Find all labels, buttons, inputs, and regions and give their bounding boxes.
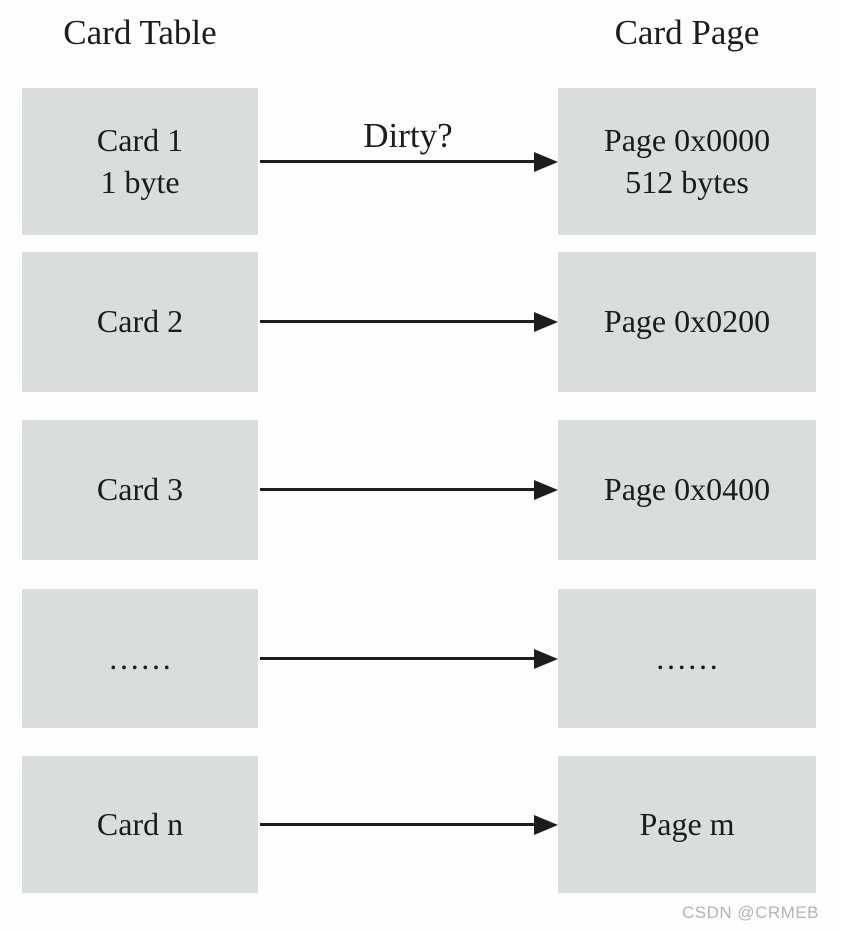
- page-box-1: Page 0x0000 512 bytes: [558, 88, 816, 235]
- card-box-3-line1: Card 3: [96, 471, 184, 508]
- card-box-ellipsis: ……: [22, 589, 258, 728]
- mapping-row-2: Card 2 Page 0x0200: [22, 252, 816, 392]
- card-box-2-line1: Card 2: [96, 303, 184, 340]
- mapping-row-n: Card n Page m: [22, 756, 816, 893]
- card-box-n: Card n: [22, 756, 258, 893]
- page-box-2: Page 0x0200: [558, 252, 816, 392]
- dirty-label: Dirty?: [363, 115, 453, 155]
- page-box-3-line1: Page 0x0400: [603, 471, 771, 508]
- arrow-head-icon: [534, 480, 558, 500]
- arrow-line-2: [260, 320, 540, 323]
- mapping-arrow-3: [258, 420, 558, 560]
- page-box-m: Page m: [558, 756, 816, 893]
- arrow-head-icon: [534, 312, 558, 332]
- card-box-n-line1: Card n: [96, 805, 184, 842]
- card-box-2: Card 2: [22, 252, 258, 392]
- arrow-line-1: [260, 159, 540, 163]
- arrow-head-icon: [534, 648, 558, 669]
- page-box-2-line1: Page 0x0200: [603, 303, 771, 340]
- heading-card-page: Card Page: [614, 13, 760, 52]
- mapping-row-ellipsis: …… ……: [22, 589, 816, 728]
- mapping-arrow-5: [258, 756, 558, 893]
- card-box-3: Card 3: [22, 420, 258, 560]
- card-box-1-line2: 1 byte: [100, 163, 180, 200]
- arrow-line-3: [260, 488, 540, 491]
- mapping-arrow-4: [258, 589, 558, 728]
- arrow-head-icon: [534, 151, 558, 172]
- page-box-1-line2: 512 bytes: [625, 163, 749, 200]
- arrow-line-4: [260, 656, 540, 660]
- arrow-line-5: [260, 822, 540, 826]
- page-box-ellipsis: ……: [558, 589, 816, 728]
- page-box-3: Page 0x0400: [558, 420, 816, 560]
- card-box-ellipsis-line1: ……: [108, 639, 172, 676]
- page-box-m-line1: Page m: [639, 805, 735, 842]
- heading-card-table: Card Table: [63, 13, 217, 52]
- page-box-1-line1: Page 0x0000: [603, 121, 771, 158]
- card-box-1: Card 1 1 byte: [22, 88, 258, 235]
- mapping-row-3: Card 3 Page 0x0400: [22, 420, 816, 560]
- page-box-ellipsis-line1: ……: [655, 639, 719, 676]
- mapping-arrow-2: [258, 252, 558, 392]
- mapping-arrow-1: Dirty?: [258, 88, 558, 235]
- card-box-1-line1: Card 1: [96, 121, 184, 158]
- watermark: CSDN @CRMEB: [681, 903, 819, 922]
- mapping-row-1: Card 1 1 byte Dirty? Page 0x0000 512 byt…: [22, 88, 816, 235]
- arrow-head-icon: [534, 814, 558, 835]
